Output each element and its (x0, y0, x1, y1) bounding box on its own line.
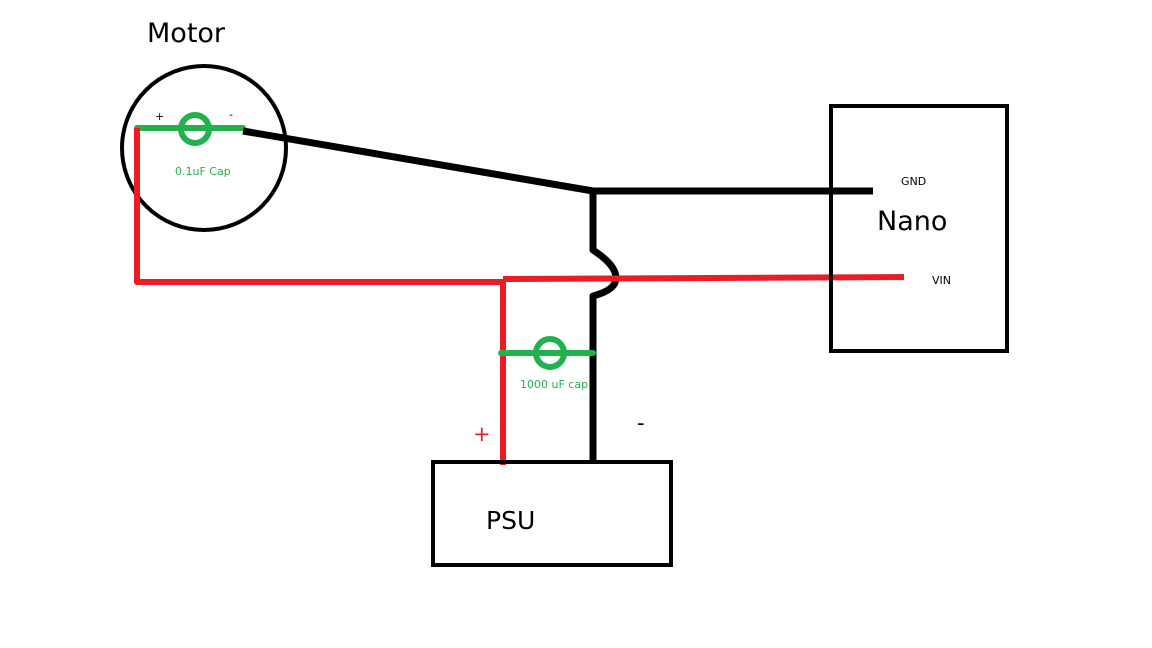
motor-title: Motor (147, 18, 226, 49)
nano-title: Nano (877, 206, 947, 237)
psu-cap-label: 1000 uF cap (520, 378, 588, 391)
power-wire-nano (502, 274, 905, 282)
motor-body (120, 64, 288, 232)
psu-plus-label: + (473, 422, 491, 446)
psu-box (431, 460, 673, 567)
power-wire-motor (134, 128, 503, 285)
psu-minus-label: - (637, 411, 645, 435)
motor-plus-label: + (155, 110, 164, 123)
nano-box (829, 104, 1009, 353)
motor-capacitor (178, 112, 212, 146)
motor-cap-label: 0.1uF Cap (175, 165, 231, 178)
nano-vin-label: VIN (932, 274, 951, 287)
psu-title: PSU (486, 506, 535, 535)
nano-gnd-label: GND (901, 175, 926, 188)
psu-capacitor (533, 336, 567, 370)
motor-minus-label: - (229, 108, 233, 121)
